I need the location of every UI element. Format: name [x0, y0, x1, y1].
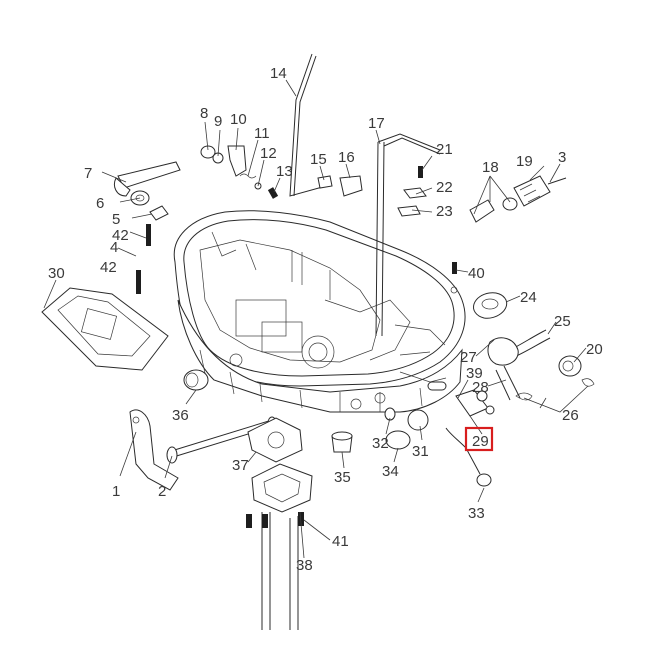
callout-33: 33 [468, 505, 485, 522]
callout-20: 20 [586, 341, 603, 358]
callout-29: 29 [472, 433, 489, 450]
callout-42-upper: 42 [112, 227, 129, 244]
knob-19 [513, 175, 551, 207]
callout-15: 15 [310, 151, 327, 168]
plate-37 [247, 417, 303, 463]
washer-8 [200, 145, 216, 159]
callout-30: 30 [48, 265, 65, 282]
shift-lever-1 [129, 409, 179, 491]
screw-21 [418, 166, 423, 178]
bracket-10 [227, 145, 247, 177]
callout-4: 4 [110, 239, 118, 256]
rod-17 [375, 133, 441, 337]
bolts-42 [136, 224, 151, 294]
highlight-box-callout-29 [464, 426, 494, 452]
tube-28 [495, 365, 521, 401]
callout-17: 17 [368, 115, 385, 132]
gasket-24 [473, 292, 508, 319]
collar-5 [149, 205, 169, 221]
callout-3: 3 [558, 149, 566, 166]
grommet-31 [407, 409, 429, 431]
clamps-26 [515, 378, 595, 401]
grommet-36 [183, 369, 209, 391]
screw-3 [547, 177, 567, 185]
callout-7: 7 [84, 165, 92, 182]
cap-34 [385, 430, 411, 450]
callout-38: 38 [296, 557, 313, 574]
callout-26: 26 [562, 407, 579, 424]
callout-41: 41 [332, 533, 349, 550]
cap-20 [558, 355, 582, 377]
screw-40 [450, 262, 458, 294]
callout-28: 28 [472, 379, 489, 396]
callout-40: 40 [468, 265, 485, 282]
bracket-38 [251, 463, 313, 630]
callout-24: 24 [520, 289, 537, 306]
callout-22: 22 [436, 179, 453, 196]
leader-lines [43, 79, 589, 559]
callout-23: 23 [436, 203, 453, 220]
plug-35 [331, 431, 353, 453]
callout-16: 16 [338, 149, 355, 166]
plate-22 [403, 187, 427, 199]
bottom-cowling-pan [173, 210, 466, 413]
callout-8: 8 [200, 105, 208, 122]
callout-42-lower: 42 [100, 259, 117, 276]
bushing-18 [469, 197, 518, 223]
callout-34: 34 [382, 463, 399, 480]
callout-5: 5 [112, 211, 120, 228]
callout-labels: 1 2 3 4 5 6 7 8 9 10 11 12 13 14 15 16 1… [48, 65, 603, 574]
callout-1: 1 [112, 483, 120, 500]
callout-31: 31 [412, 443, 429, 460]
callout-32: 32 [372, 435, 389, 452]
valve-39 [455, 389, 495, 417]
callout-37: 37 [232, 457, 249, 474]
sleeve-32 [384, 407, 396, 421]
fitting-27 [487, 337, 519, 366]
bracket-16 [339, 175, 363, 197]
rod-14 [289, 53, 327, 197]
callout-14: 14 [270, 65, 287, 82]
callout-6: 6 [96, 195, 104, 212]
callout-10: 10 [230, 111, 247, 128]
callout-36: 36 [172, 407, 189, 424]
clip-23 [397, 205, 421, 217]
callout-9: 9 [214, 113, 222, 130]
gasket-30 [41, 287, 169, 371]
callout-2: 2 [158, 483, 166, 500]
callout-18: 18 [482, 159, 499, 176]
callout-13: 13 [276, 163, 293, 180]
callout-35: 35 [334, 469, 351, 486]
callout-25: 25 [554, 313, 571, 330]
seal-ring [427, 381, 447, 391]
callout-11: 11 [254, 125, 270, 142]
bolts-41 [246, 512, 304, 528]
callout-27: 27 [460, 349, 477, 366]
callout-39: 39 [466, 365, 483, 382]
callout-21: 21 [436, 141, 453, 158]
lever-handle-7 [113, 161, 181, 197]
clip-15 [317, 175, 333, 189]
callout-12: 12 [260, 145, 277, 162]
pin-13 [267, 187, 279, 199]
callout-19: 19 [516, 153, 533, 170]
